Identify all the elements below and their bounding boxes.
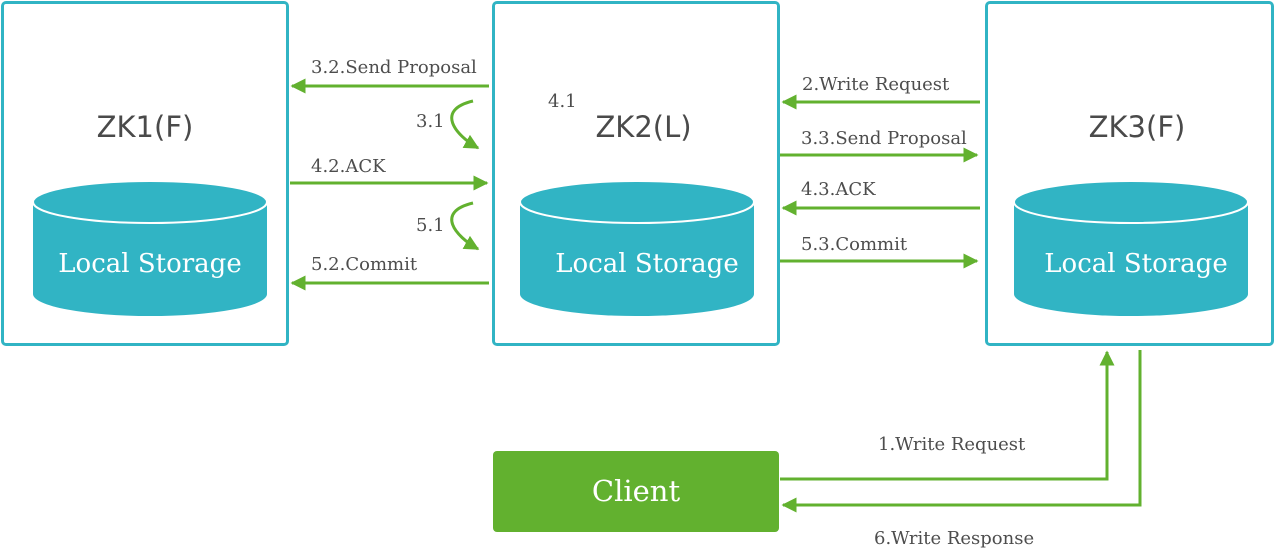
label-step-5-1: 5.1 bbox=[416, 215, 445, 236]
arrow-client-write-response bbox=[781, 350, 1142, 513]
storage-label: Local Storage bbox=[555, 249, 739, 279]
storage-label: Local Storage bbox=[58, 249, 242, 279]
label-send-proposal-zk1: 3.2.Send Proposal bbox=[311, 57, 477, 78]
label-commit-zk1: 5.2.Commit bbox=[311, 254, 418, 275]
label-commit-zk3: 5.3.Commit bbox=[801, 234, 908, 255]
node-zk2: ZK2(L) Local Storage bbox=[492, 1, 780, 346]
node-title: ZK2(L) bbox=[595, 110, 692, 144]
database-icon bbox=[32, 180, 268, 316]
arrow-step-5-1 bbox=[450, 201, 480, 251]
label-client-write-response: 6.Write Response bbox=[874, 528, 1035, 549]
arrow-step-3-1 bbox=[450, 99, 480, 150]
label-send-proposal-zk3: 3.3.Send Proposal bbox=[801, 128, 967, 149]
node-zk1: ZK1(F) Local Storage bbox=[1, 1, 289, 346]
label-write-request-zk2: 2.Write Request bbox=[802, 74, 950, 95]
node-zk3: ZK3(F) Local Storage bbox=[985, 1, 1274, 346]
label-ack-zk3: 4.3.ACK bbox=[801, 179, 876, 200]
storage-label: Local Storage bbox=[1044, 249, 1228, 279]
database-icon bbox=[1013, 180, 1249, 316]
label-step-3-1: 3.1 bbox=[416, 111, 445, 132]
label-step-4-1: 4.1 bbox=[548, 91, 577, 112]
arrow-client-write-request bbox=[780, 350, 1115, 481]
node-title: ZK3(F) bbox=[1088, 110, 1186, 144]
database-icon bbox=[519, 180, 755, 316]
label-client-write-request: 1.Write Request bbox=[878, 434, 1026, 455]
client-label: Client bbox=[591, 474, 681, 508]
label-ack-zk1: 4.2.ACK bbox=[311, 156, 386, 177]
node-title: ZK1(F) bbox=[96, 110, 194, 144]
client-node: Client bbox=[493, 451, 779, 532]
